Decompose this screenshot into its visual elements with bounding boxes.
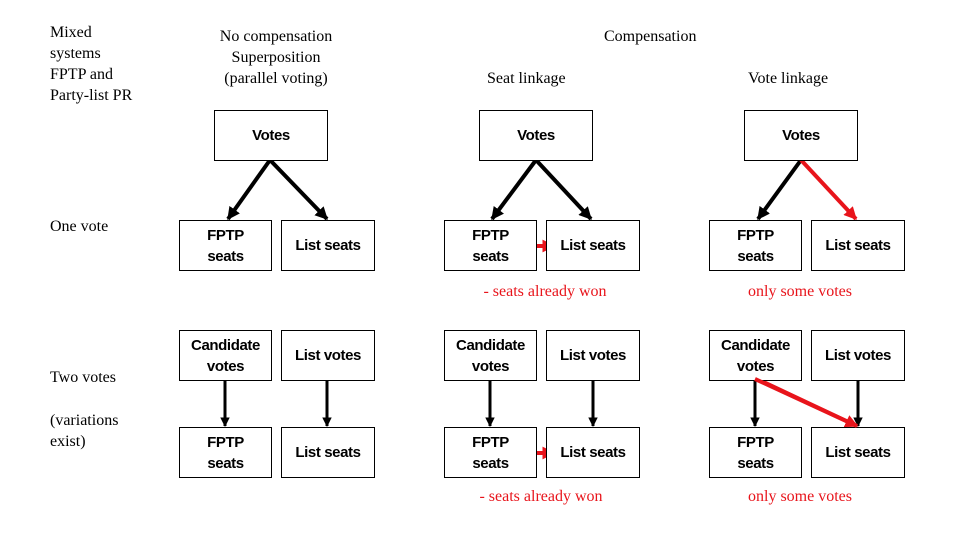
box-list-votes-col3: List votes	[811, 330, 905, 381]
column-header-seat-linkage: Seat linkage	[487, 70, 566, 87]
box-list-seats-col1-two-votes: List seats	[281, 427, 375, 478]
arrow-votes-to-fptp-col2	[490, 158, 538, 221]
column-header-vote-linkage: Vote linkage	[748, 70, 829, 87]
note-seat-linkage-one-vote: - seats already won	[483, 283, 607, 300]
box-list-seats-col3-one-vote: List seats	[811, 220, 905, 271]
box-candidate-votes-col3: Candidate votes	[709, 330, 802, 381]
note-vote-linkage-two-votes: only some votes	[748, 488, 852, 505]
box-fptp-seats-col2-one-vote: FPTP seats	[444, 220, 537, 271]
box-list-seats-col3-two-votes: List seats	[811, 427, 905, 478]
box-votes-col1: Votes	[214, 110, 328, 161]
box-fptp-seats-col2-two-votes: FPTP seats	[444, 427, 537, 478]
box-votes-col2: Votes	[479, 110, 593, 161]
arrow-votes-to-fptp-col1	[226, 158, 272, 221]
box-votes-col3: Votes	[744, 110, 858, 161]
column-header-no-compensation: No compensation Superposition (parallel …	[219, 28, 333, 87]
arrow-candidate-to-listseats-red-col3	[754, 376, 859, 428]
box-fptp-seats-col1-one-vote: FPTP seats	[179, 220, 272, 271]
column-header-compensation: Compensation	[604, 28, 697, 45]
arrow-votes-to-fptp-col3	[756, 158, 803, 221]
arrow-votes-to-list-red-col3	[799, 158, 858, 221]
row-label-two-votes: Two votes	[50, 369, 116, 386]
box-fptp-seats-col3-two-votes: FPTP seats	[709, 427, 802, 478]
box-list-seats-col2-one-vote: List seats	[546, 220, 640, 271]
note-seat-linkage-two-votes: - seats already won	[479, 488, 603, 505]
box-list-votes-col2: List votes	[546, 330, 640, 381]
box-list-seats-col1-one-vote: List seats	[281, 220, 375, 271]
box-fptp-seats-col3-one-vote: FPTP seats	[709, 220, 802, 271]
box-list-seats-col2-two-votes: List seats	[546, 427, 640, 478]
box-candidate-votes-col2: Candidate votes	[444, 330, 537, 381]
box-fptp-seats-col1-two-votes: FPTP seats	[179, 427, 272, 478]
row-header-label: Mixed systems FPTP and Party-list PR	[50, 24, 133, 104]
box-candidate-votes-col1: Candidate votes	[179, 330, 272, 381]
note-vote-linkage-one-vote: only some votes	[748, 283, 852, 300]
arrow-votes-to-list-col2	[534, 158, 593, 221]
arrow-votes-to-list-col1	[268, 158, 329, 221]
row-label-two-votes-note: (variations exist)	[50, 412, 119, 450]
box-list-votes-col1: List votes	[281, 330, 375, 381]
row-label-one-vote: One vote	[50, 218, 109, 235]
